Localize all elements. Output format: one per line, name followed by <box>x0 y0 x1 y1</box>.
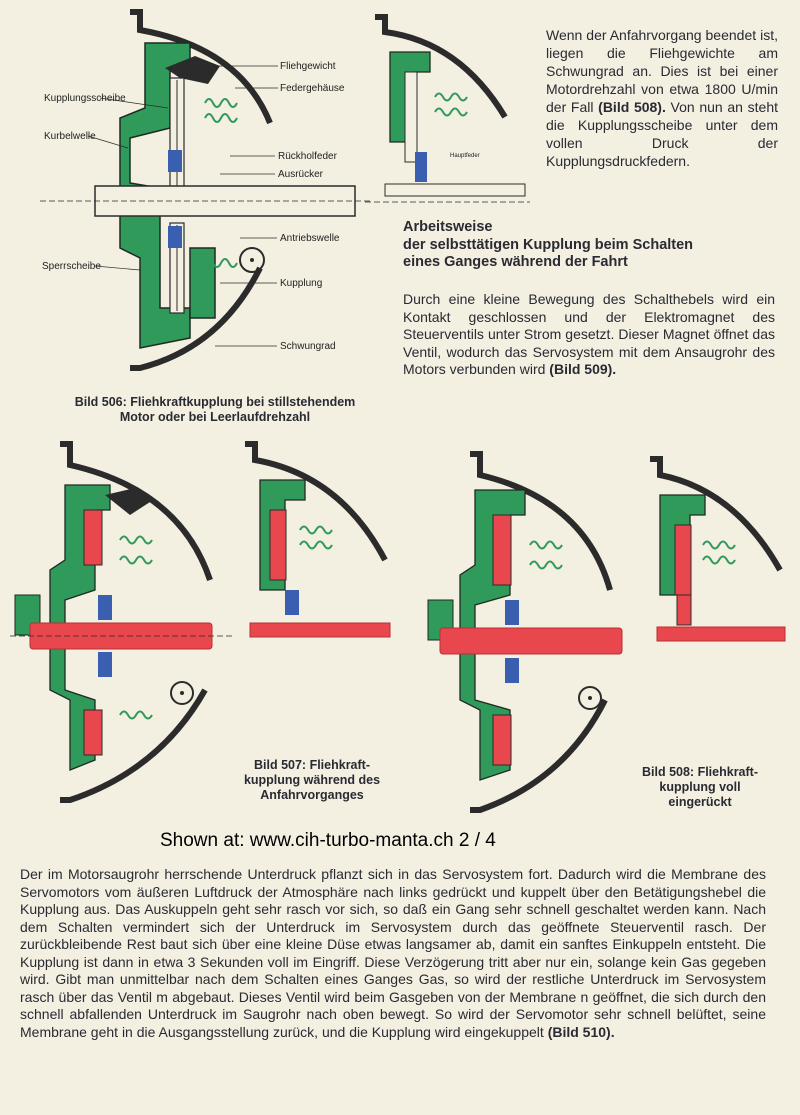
figure-508-detail-diagram <box>650 456 786 642</box>
label-federgehaeuse: Federgehäuse <box>280 83 345 94</box>
figure-507-detail-diagram <box>245 441 391 638</box>
label-rueckholfeder: Rückholfeder <box>278 151 338 162</box>
watermark-text: Shown at: www.cih-turbo-manta.ch 2 / 4 <box>160 830 496 851</box>
label-schwungrad: Schwungrad <box>280 341 336 352</box>
figure-507-caption: Bild 507: Fliehkraft- kupplung während d… <box>243 758 381 802</box>
label-fliehgewicht: Fliehgewicht <box>280 61 336 72</box>
figure-506-diagram: Fliehgewicht Federgehäuse Kupplungsschei… <box>40 9 370 371</box>
label-hauptfeder: Hauptfeder <box>450 153 480 159</box>
section-heading: Arbeitsweise der selbsttätigen Kupplung … <box>403 219 694 270</box>
label-kupplungsscheibe: Kupplungsscheibe <box>44 93 126 104</box>
mid-paragraph: Durch eine kleine Bewegung des Schaltheb… <box>403 291 775 377</box>
label-kurbelwelle: Kurbelwelle <box>44 131 96 142</box>
label-sperrscheibe: Sperrscheibe <box>42 261 101 272</box>
label-antriebswelle: Antriebswelle <box>280 233 340 244</box>
figure-508-caption: Bild 508: Fliehkraft- kupplung voll eing… <box>642 765 758 809</box>
figure-508-diagram <box>427 451 623 813</box>
label-kupplung: Kupplung <box>280 278 322 289</box>
figure-detail-diagram: Hauptfeder <box>365 14 530 203</box>
intro-paragraph: Wenn der Anfahrvorgang beendet ist, lieg… <box>546 27 778 169</box>
bottom-paragraph: Der im Motorsaugrohr herrschende Unterdr… <box>20 866 766 1040</box>
label-ausruecker: Ausrücker <box>278 169 324 180</box>
figure-506-caption: Bild 506: Fliehkraftkupplung bei stillst… <box>74 395 356 424</box>
figure-507-diagram <box>10 441 235 803</box>
